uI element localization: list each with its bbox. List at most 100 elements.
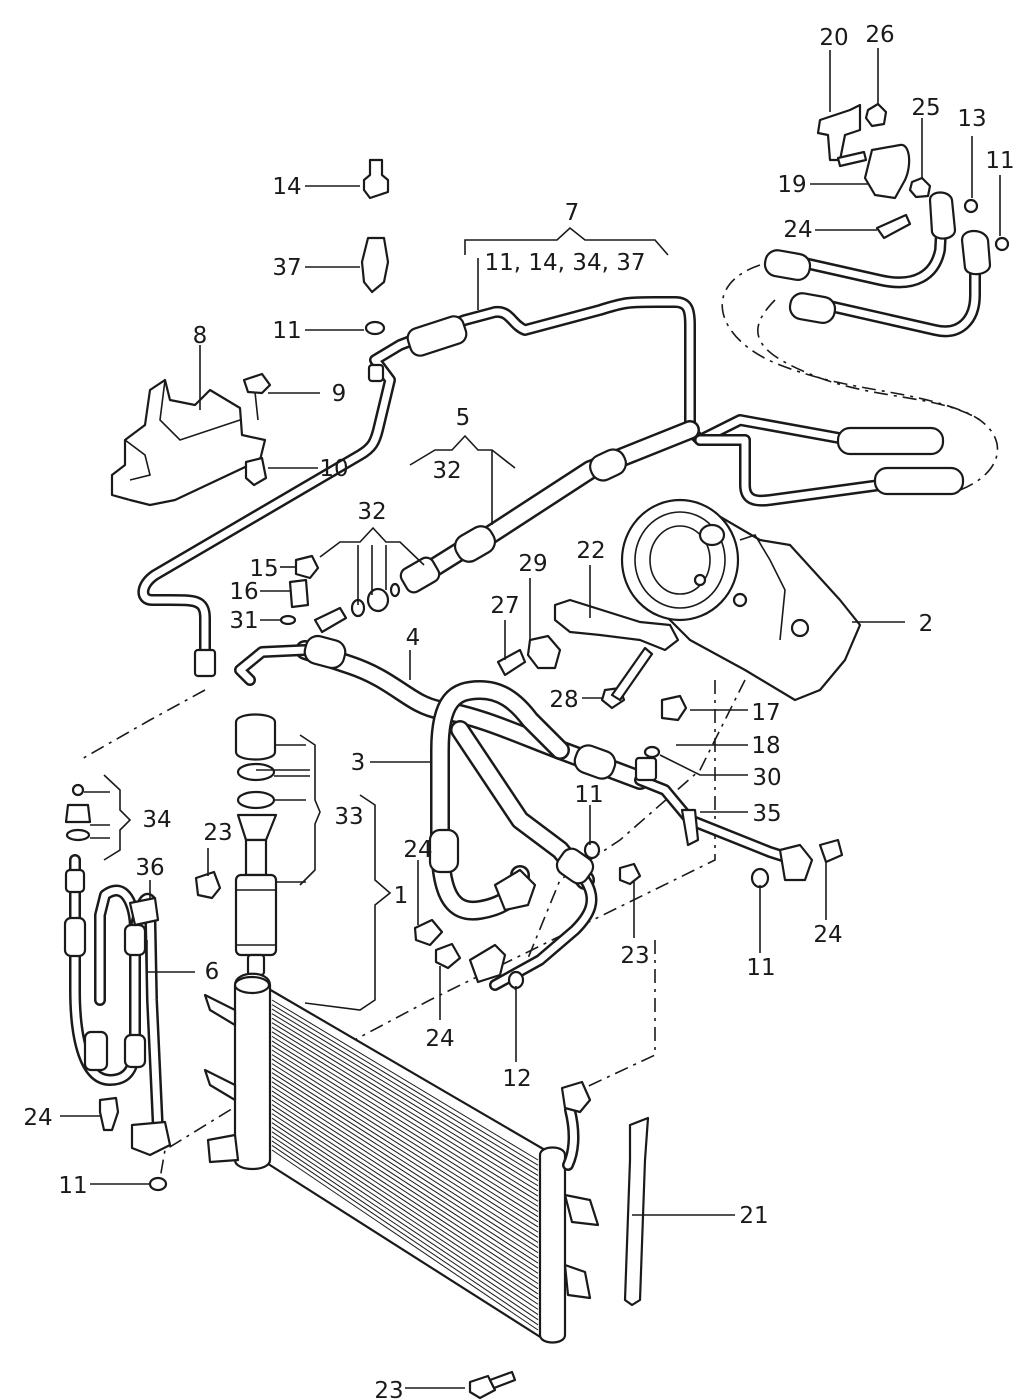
refrigerant-line-7 (137, 296, 965, 678)
condenser-fin (271, 1058, 539, 1228)
callout-11-b: 11 (574, 782, 603, 808)
callout-1: 1 (394, 883, 409, 909)
upper-right-hoses (763, 102, 1010, 338)
condenser-fin (271, 1067, 539, 1238)
bolt-24-right (818, 838, 844, 864)
bolt-23-bottom (468, 1374, 497, 1400)
callout-16: 16 (229, 579, 258, 605)
condenser-tank-right (538, 1146, 567, 1344)
condenser-fin (271, 1122, 539, 1300)
condenser-1 (203, 972, 600, 1400)
nut-25 (908, 176, 932, 199)
condenser-fin (271, 1063, 539, 1233)
plug-33 (234, 713, 277, 761)
callout-24-a: 24 (783, 217, 812, 243)
condenser-fin (271, 1126, 539, 1305)
condenser-fin (271, 1108, 539, 1285)
callout-6: 6 (205, 959, 220, 985)
hose-crimp (589, 448, 627, 482)
seal-32b (366, 587, 390, 613)
callout-27: 27 (490, 593, 519, 619)
callout-15: 15 (249, 556, 278, 582)
callout-labels: 1 2 3 4 5 32 6 7 11, 14, 34, 37 8 9 10 1… (23, 22, 1014, 1400)
pipe-block-6 (130, 1120, 172, 1157)
condenser-fin (271, 1117, 539, 1295)
seal-32c (389, 582, 401, 598)
seal-11-valve (364, 320, 386, 336)
pipe-crimp (123, 923, 147, 957)
condenser-fin (271, 1004, 539, 1166)
condenser-mount (563, 1193, 600, 1227)
bolt-24-left (413, 918, 444, 947)
compressor-brackets (413, 598, 844, 990)
callout-7-sub: 11, 14, 34, 37 (485, 250, 646, 276)
callout-25: 25 (911, 95, 940, 121)
hose-sleeve (836, 426, 945, 456)
seal-11-far (750, 867, 770, 889)
condenser-fin (271, 1008, 539, 1171)
hose-crimp (555, 847, 595, 885)
condenser-fin (271, 1040, 539, 1207)
clamp-29 (526, 634, 562, 670)
callout-11-e: 11 (58, 1173, 87, 1199)
condenser-fin (271, 1104, 539, 1279)
seal-12 (507, 970, 525, 990)
callout-20: 20 (819, 25, 848, 51)
left-pipes (63, 783, 222, 1192)
hose-crimp (303, 634, 347, 670)
drier-tip (246, 953, 266, 977)
callout-24-c: 24 (425, 1026, 454, 1052)
condenser-pipe-flange (560, 1080, 592, 1114)
seal-30 (643, 745, 661, 759)
condenser-fin (271, 1031, 539, 1197)
condenser-mount (206, 1133, 240, 1164)
callout-37: 37 (272, 255, 301, 281)
callout-31: 31 (229, 608, 258, 634)
callout-28: 28 (549, 687, 578, 713)
hose-crimp (428, 828, 460, 874)
pipe-flange-35 (778, 843, 814, 882)
condenser-fin (271, 1135, 539, 1315)
bolt-19 (836, 150, 868, 168)
group-brackets (103, 226, 669, 1011)
callout-11-a: 11 (272, 318, 301, 344)
seal-strip-21 (623, 1116, 650, 1307)
screw-16 (288, 578, 310, 609)
bolt-27 (496, 648, 527, 677)
filter-funnel (236, 813, 278, 842)
hose-crimp (573, 744, 617, 780)
valve-cap-14 (362, 158, 390, 200)
oring-33a (236, 762, 276, 782)
bolt-24-left-low (98, 1096, 120, 1132)
callout-8: 8 (193, 323, 208, 349)
bolt-23-mid (618, 862, 642, 886)
receiver-drier (234, 713, 278, 977)
seal-34 (65, 828, 91, 842)
callout-3: 3 (351, 750, 366, 776)
nut-15 (294, 554, 320, 580)
condenser-fin (271, 1113, 539, 1290)
callout-13: 13 (957, 106, 986, 132)
callout-23-b: 23 (620, 943, 649, 969)
condenser-fin (271, 1017, 539, 1182)
callout-24-e: 24 (23, 1105, 52, 1131)
condenser-mount (203, 993, 237, 1027)
callout-2: 2 (919, 611, 934, 637)
condenser-fin (271, 1085, 539, 1259)
service-port-fitting (193, 648, 217, 678)
condenser-fin (271, 1099, 539, 1274)
callout-22: 22 (576, 538, 605, 564)
oring-33b (236, 790, 276, 810)
condenser-fin (271, 1131, 539, 1310)
bolt-9 (242, 372, 272, 395)
valve-cap-34 (71, 783, 85, 797)
pipe-end-fitting (64, 868, 86, 894)
callout-23-a: 23 (203, 820, 232, 846)
callout-24-d: 24 (813, 922, 842, 948)
callout-4: 4 (406, 625, 421, 651)
condenser-fin (271, 999, 539, 1161)
condenser-fin (271, 1095, 539, 1269)
tank-cap (233, 975, 271, 995)
clip-35 (680, 808, 700, 847)
